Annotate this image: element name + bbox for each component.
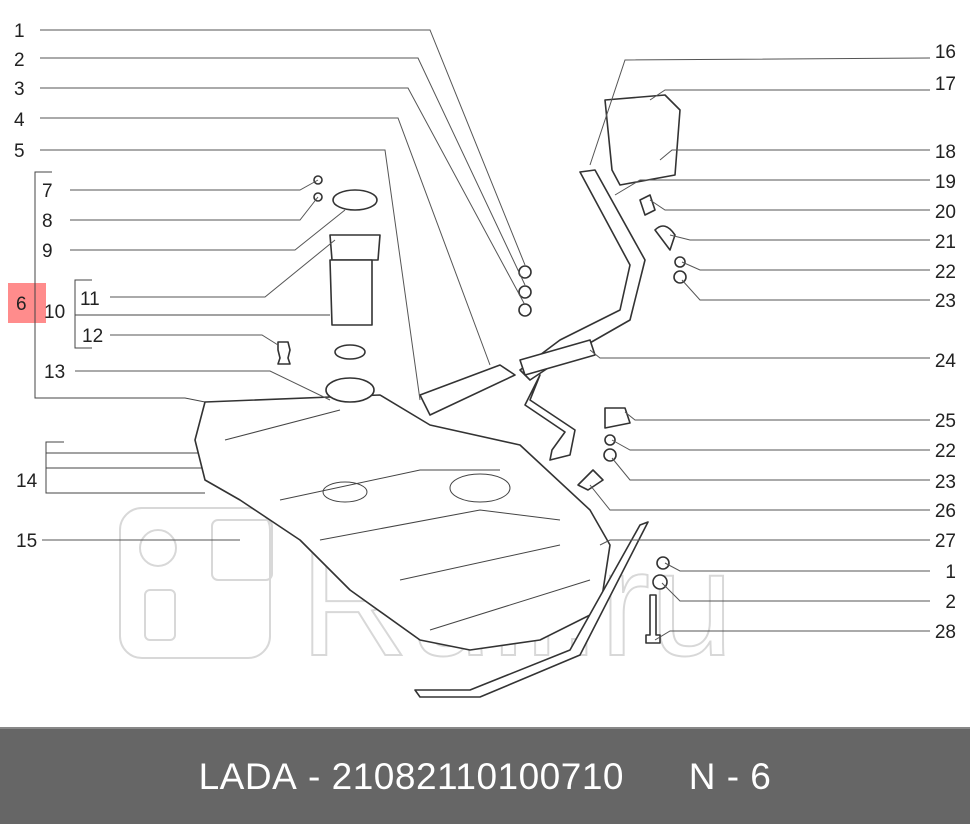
spacer — [624, 756, 689, 798]
parts-diagram: Ruli.ru 6 — [8, 21, 956, 698]
callout-19: 19 — [935, 172, 956, 193]
callout-1: 1 — [14, 21, 25, 42]
callout-22: 22 — [935, 262, 956, 283]
position-label: N - 6 — [688, 755, 772, 797]
leader-line — [649, 199, 930, 211]
leader-line — [661, 582, 930, 602]
leader-line — [110, 334, 279, 346]
leader-line — [40, 57, 526, 286]
callout-17: 17 — [935, 74, 956, 95]
brand: LADA — [198, 755, 298, 797]
leader-line — [659, 149, 930, 161]
callout-5: 5 — [14, 141, 25, 162]
callout-14: 14 — [16, 471, 38, 492]
leader-line — [624, 411, 930, 421]
leader-line — [589, 484, 930, 511]
leader-line — [681, 279, 930, 301]
leader-line — [110, 239, 336, 298]
callout-22: 22 — [935, 441, 956, 462]
leader-line — [40, 117, 491, 366]
leader-line — [611, 439, 930, 451]
callout-1: 1 — [945, 562, 956, 583]
leader-line — [669, 234, 930, 241]
callout-18: 18 — [935, 142, 956, 163]
callout-15: 15 — [16, 531, 37, 552]
callout-28: 28 — [935, 622, 956, 643]
fuel-pump — [277, 175, 381, 403]
callout-23: 23 — [935, 472, 956, 493]
leader-line — [649, 89, 930, 101]
callout-9: 9 — [42, 241, 53, 262]
callouts: 1234578911101213141516171819202122232425… — [14, 21, 956, 643]
filler-pipe — [419, 94, 687, 644]
callout-26: 26 — [935, 501, 956, 522]
leader-line — [70, 196, 319, 221]
leader-line — [589, 57, 931, 166]
callout-13: 13 — [44, 362, 65, 383]
callout-25: 25 — [935, 411, 956, 432]
footer-bar: LADA - 21082110100710 N - 6 — [0, 727, 970, 824]
callout-16: 16 — [935, 42, 956, 63]
leader-line — [611, 457, 930, 481]
callout-27: 27 — [935, 531, 956, 552]
callout-2: 2 — [945, 592, 956, 613]
separator: - — [297, 755, 332, 797]
leader-line — [654, 630, 930, 641]
leader-line — [40, 29, 526, 266]
callout-12: 12 — [82, 326, 103, 347]
callout-6: 6 — [16, 294, 27, 315]
callout-2: 2 — [14, 50, 25, 71]
leader-line — [70, 209, 346, 251]
leader-line — [40, 149, 421, 401]
part-number: 21082110100710 — [331, 755, 624, 797]
leader-line — [589, 349, 930, 359]
leader-lines — [40, 29, 931, 641]
leader-line — [75, 370, 331, 401]
highlight-box — [8, 283, 46, 323]
callout-11: 11 — [80, 289, 100, 310]
fuel-tank — [194, 394, 649, 698]
leader-line — [664, 562, 930, 572]
leader-line — [40, 87, 526, 306]
callout-10: 10 — [44, 302, 65, 323]
callout-4: 4 — [14, 110, 25, 131]
leader-line — [70, 179, 319, 191]
leader-line — [599, 539, 930, 546]
callout-7: 7 — [42, 181, 53, 202]
callout-3: 3 — [14, 79, 25, 100]
callout-8: 8 — [42, 211, 53, 232]
leader-line — [614, 179, 930, 196]
callout-24: 24 — [935, 351, 957, 372]
callout-21: 21 — [935, 232, 956, 253]
callout-23: 23 — [935, 291, 956, 312]
leader-line — [681, 261, 930, 271]
callout-20: 20 — [935, 202, 956, 223]
